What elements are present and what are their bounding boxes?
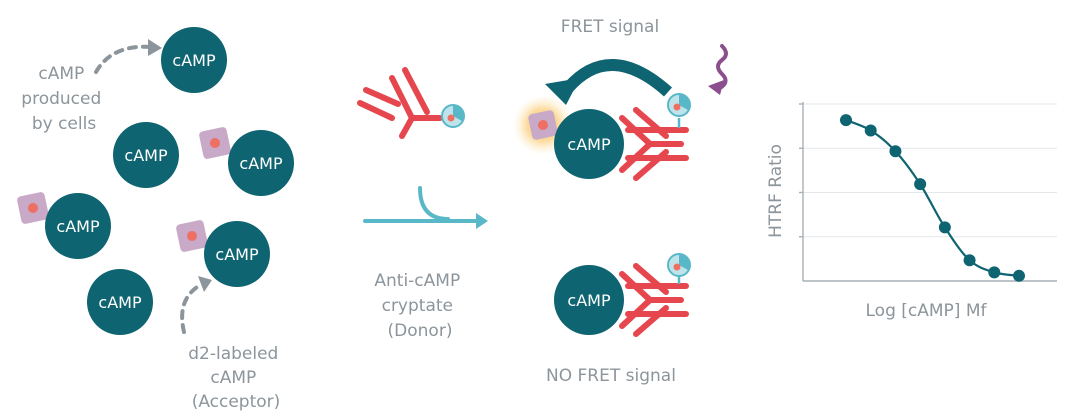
acceptor-in-complex [528,110,558,140]
svg-text:cAMP: cAMP [56,217,100,236]
svg-text:cAMP: cAMP [98,293,142,312]
svg-text:cAMP: cAMP [567,135,611,154]
data-points [840,114,1025,282]
d2-labeled-camp: cAMP [199,127,294,196]
excitation-arrowhead [708,80,724,95]
anti-camp-antibody [357,67,443,139]
cryptate-donor-icon [667,253,691,284]
chart-grid [803,103,1057,238]
d2-labeled-camp: cAMP [17,192,111,259]
camp-molecule: cAMP [554,109,624,179]
acceptor-dashed-arrow [180,282,204,334]
no-fret-signal-label: NO FRET signal [546,366,676,386]
data-point [963,254,976,267]
dose-response-curve [845,119,1020,277]
svg-text:cAMP: cAMP [215,245,259,264]
x-axis-label: Log [cAMP] Mf [866,301,988,321]
data-point [889,145,902,158]
produced-dashed-arrow [94,44,154,74]
data-point [1013,269,1025,282]
camp-molecule: cAMP [87,269,153,335]
svg-text:cAMP: cAMP [567,291,611,310]
donor-label: Anti-cAMP cryptate (Donor) [374,271,465,341]
acceptor-arrowhead [198,276,212,292]
reaction-arrowhead [476,213,488,229]
data-point [914,178,927,191]
bound-antibody [619,263,689,337]
data-point [938,221,951,234]
y-axis-label: HTRF Ratio [766,144,786,238]
camp-molecule: cAMP [161,27,227,93]
reaction-arrow [363,186,480,223]
camp-molecule: cAMP [554,265,624,335]
acceptor-label: d2-labeled cAMP (Acceptor) [188,344,284,412]
fret-signal-label: FRET signal [561,17,659,37]
y-axis-ticks [799,103,803,238]
fret-transfer-arrow [563,59,673,97]
cryptate-donor-icon [667,93,691,128]
camp-molecule: cAMP [113,122,179,188]
d2-labeled-camp: cAMP [176,220,270,287]
fret-arrowhead [545,78,580,105]
bound-antibody [619,107,689,181]
data-point [840,114,852,127]
svg-text:cAMP: cAMP [172,51,216,70]
htrf-ratio-chart: Log [cAMP] Mf HTRF Ratio [766,102,1057,321]
data-point [864,124,877,137]
cryptate-donor-icon [441,104,465,128]
svg-text:cAMP: cAMP [124,146,168,165]
excitation-light-icon [716,44,728,90]
data-point [988,266,1001,279]
cell-panel: cAMP produced by cells cAMP cAMP cAMP cA… [17,27,294,412]
produced-label: cAMP produced by cells [21,64,106,134]
fret-panel: FRET signal cAMP [513,17,728,386]
svg-text:cAMP: cAMP [239,154,283,173]
donor-panel: Anti-cAMP cryptate (Donor) [357,67,488,341]
produced-arrowhead [148,39,162,56]
